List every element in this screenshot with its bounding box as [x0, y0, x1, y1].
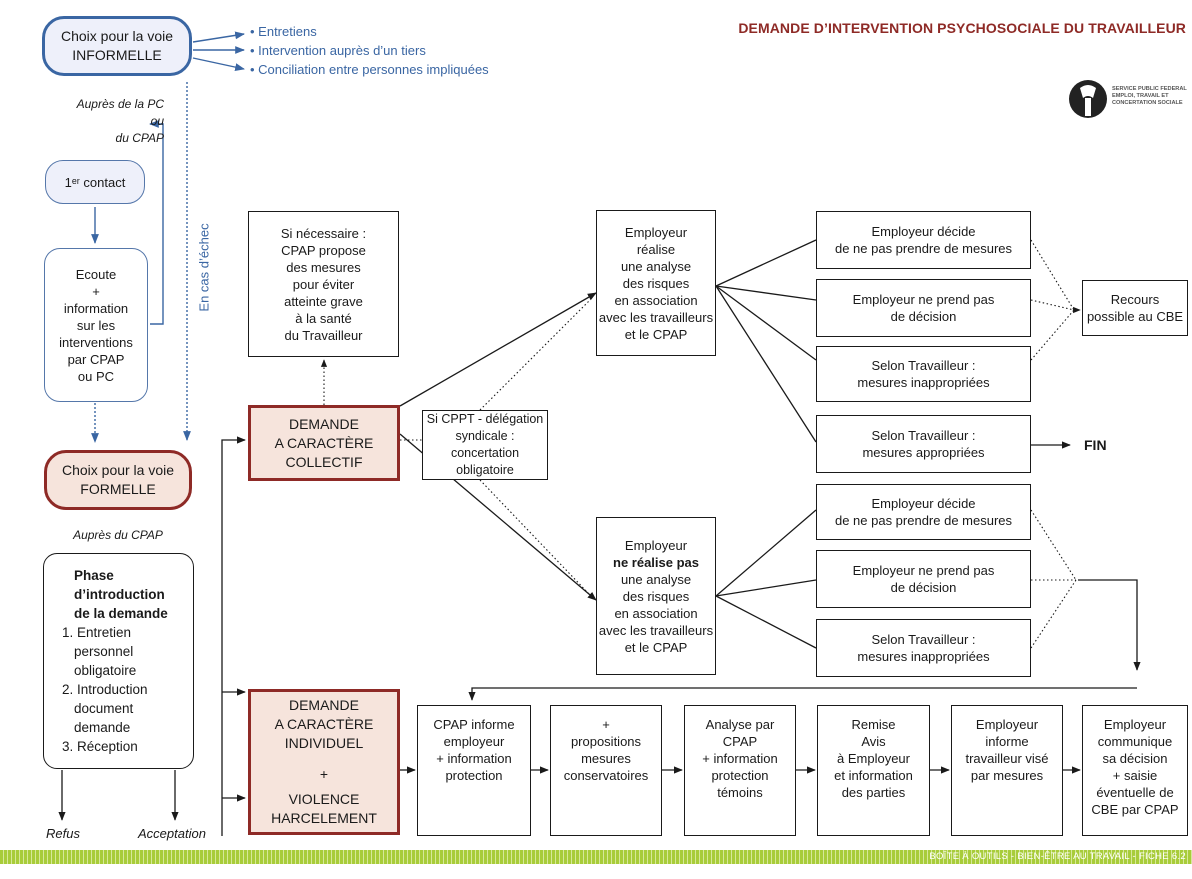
- phase-step: 2. Introduction document demande: [62, 682, 148, 735]
- individual-step-box: Employeur communique sa décision + saisi…: [1082, 705, 1188, 836]
- employer-no-analysis-line1: Employeur: [624, 537, 688, 553]
- cppt-box: Si CPPT - délégation syndicale : concert…: [422, 410, 548, 480]
- recours-box: Recours possible au CBE: [1082, 280, 1188, 336]
- individual-step-box: Analyse par CPAP + information protectio…: [684, 705, 796, 836]
- individual-step-label: Employeur communique sa décision + saisi…: [1091, 717, 1179, 817]
- formal-path-box: Choix pour la voie FORMELLE: [44, 450, 192, 510]
- individual-step-label: Remise Avis à Employeur et information d…: [834, 717, 913, 800]
- footer-label: BOÎTE À OUTILS - BIEN-ÊTRE AU TRAVAIL - …: [929, 851, 1186, 862]
- ecoute-label: Ecoute + information sur les interventio…: [59, 266, 133, 384]
- individual-request-plus: +: [319, 766, 329, 782]
- acceptation-label: Acceptation: [138, 826, 206, 841]
- lower-outcome-box: Employeur ne prend pas de décision: [816, 550, 1031, 608]
- individual-step-label: CPAP informe employeur + information pro…: [433, 717, 515, 783]
- lower-outcome-box: Employeur décide de ne pas prendre de me…: [816, 484, 1031, 540]
- first-contact-label: 1ᵉʳ contact: [64, 174, 126, 190]
- fin-label: FIN: [1084, 437, 1107, 453]
- first-contact-box: 1ᵉʳ contact: [45, 160, 145, 204]
- cpap-proposes-box: Si nécessaire : CPAP propose des mesures…: [248, 211, 399, 357]
- page-title: DEMANDE D’INTERVENTION PSYCHOSOCIALE DU …: [738, 20, 1186, 36]
- informal-option: • Conciliation entre personnes impliquée…: [250, 62, 489, 77]
- individual-request-box: DEMANDE A CARACTÈRE INDIVIDUEL + VIOLENC…: [248, 689, 400, 835]
- upper-outcome-box: Employeur ne prend pas de décision: [816, 279, 1031, 337]
- footer-bar: [0, 850, 1192, 864]
- upper-outcome-label: Employeur ne prend pas de décision: [852, 292, 995, 324]
- lower-outcome-label: Employeur décide de ne pas prendre de me…: [834, 496, 1013, 528]
- employer-no-analysis-rest: une analyse des risques en association a…: [598, 571, 714, 655]
- individual-step-label: Analyse par CPAP + information protectio…: [702, 717, 778, 800]
- phase-step: 3. Réception: [62, 739, 138, 754]
- upper-outcome-label: Selon Travailleur : mesures inappropriée…: [857, 358, 990, 390]
- individual-step-label: + propositions mesures conservatoires: [563, 717, 649, 783]
- collective-request-box: DEMANDE A CARACTÈRE COLLECTIF: [248, 405, 400, 481]
- recours-label: Recours possible au CBE: [1086, 292, 1184, 324]
- informal-option: • Intervention auprès d’un tiers: [250, 43, 426, 58]
- individual-step-box: Remise Avis à Employeur et information d…: [817, 705, 930, 836]
- informal-path-label: Choix pour la voie INFORMELLE: [60, 28, 174, 63]
- upper-outcome-label: Selon Travailleur : mesures appropriées: [862, 428, 985, 460]
- individual-request-label: DEMANDE A CARACTÈRE INDIVIDUEL: [274, 697, 374, 751]
- formal-aupres-label: Auprès du CPAP: [73, 528, 163, 542]
- fps-logo-icon: [1069, 80, 1107, 118]
- lower-outcome-box: Selon Travailleur : mesures inappropriée…: [816, 619, 1031, 677]
- employer-no-analysis-bold: ne réalise pas: [613, 554, 699, 570]
- collective-request-label: DEMANDE A CARACTÈRE COLLECTIF: [274, 415, 374, 470]
- phase-box: Phase d’introduction de la demande 1. En…: [43, 553, 194, 769]
- upper-outcome-box: Employeur décide de ne pas prendre de me…: [816, 211, 1031, 269]
- lower-outcome-label: Employeur ne prend pas de décision: [852, 563, 995, 595]
- phase-step: 1. Entretien personnel obligatoire: [62, 625, 137, 678]
- formal-path-label: Choix pour la voie FORMELLE: [61, 462, 175, 497]
- phase-title: Phase d’introduction de la demande: [74, 568, 168, 621]
- cppt-label: Si CPPT - délégation syndicale : concert…: [426, 412, 544, 477]
- cpap-proposes-label: Si nécessaire : CPAP propose des mesures…: [280, 225, 367, 343]
- informal-option: • Entretiens: [250, 24, 317, 39]
- individual-step-box: Employeur informe travailleur visé par m…: [951, 705, 1063, 836]
- upper-outcome-box: Selon Travailleur : mesures inappropriée…: [816, 346, 1031, 402]
- ecoute-box: Ecoute + information sur les interventio…: [44, 248, 148, 402]
- upper-outcome-box: Selon Travailleur : mesures appropriées: [816, 415, 1031, 473]
- individual-violence-label: VIOLENCE HARCELEMENT: [271, 791, 377, 826]
- echec-label: En cas d’échec: [196, 223, 212, 312]
- individual-step-box: CPAP informe employeur + information pro…: [417, 705, 531, 836]
- lower-outcome-label: Selon Travailleur : mesures inappropriée…: [857, 632, 990, 664]
- informal-path-box: Choix pour la voie INFORMELLE: [42, 16, 192, 76]
- employer-analysis-box: Employeur réalise une analyse des risque…: [596, 210, 716, 356]
- informal-aupres-label: Auprès de la PC ou du CPAP: [76, 97, 164, 145]
- individual-step-label: Employeur informe travailleur visé par m…: [965, 717, 1049, 783]
- individual-step-box: + propositions mesures conservatoires: [550, 705, 662, 836]
- upper-outcome-label: Employeur décide de ne pas prendre de me…: [834, 224, 1013, 256]
- informal-options-list: • Entretiens • Intervention auprès d’un …: [250, 22, 489, 79]
- logo-text: SERVICE PUBLIC FEDERAL EMPLOI, TRAVAIL E…: [1112, 86, 1187, 106]
- refus-label: Refus: [46, 826, 80, 841]
- employer-no-analysis-box: Employeur ne réalise pas une analyse des…: [596, 517, 716, 675]
- employer-analysis-label: Employeur réalise une analyse des risque…: [598, 224, 714, 342]
